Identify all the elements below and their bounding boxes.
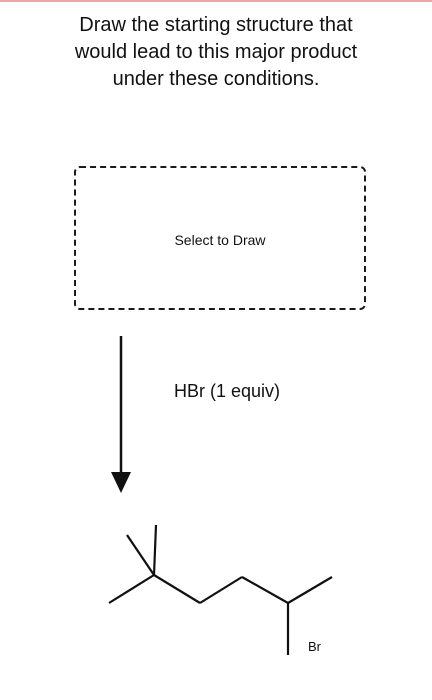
bond bbox=[199, 576, 243, 604]
bond bbox=[153, 574, 201, 604]
reagent-label: HBr (1 equiv) bbox=[174, 381, 281, 401]
product-structure-icon: Br bbox=[108, 524, 333, 655]
bond bbox=[108, 574, 155, 604]
reaction-arrow-icon bbox=[111, 336, 131, 493]
question-line-3: under these conditions. bbox=[112, 68, 320, 90]
bond bbox=[241, 576, 289, 604]
bond bbox=[152, 524, 158, 576]
question-line-1: Draw the starting structure that bbox=[79, 14, 353, 36]
bond bbox=[126, 534, 155, 576]
question-prompt: Draw the starting structure that would l… bbox=[30, 12, 402, 93]
top-divider bbox=[0, 0, 432, 2]
bromine-atom-label: Br bbox=[308, 639, 322, 654]
draw-area-label: Select to Draw bbox=[174, 232, 266, 248]
draw-structure-area[interactable]: Select to Draw bbox=[74, 166, 366, 310]
bond bbox=[287, 576, 333, 604]
question-line-2: would lead to this major product bbox=[74, 41, 358, 63]
